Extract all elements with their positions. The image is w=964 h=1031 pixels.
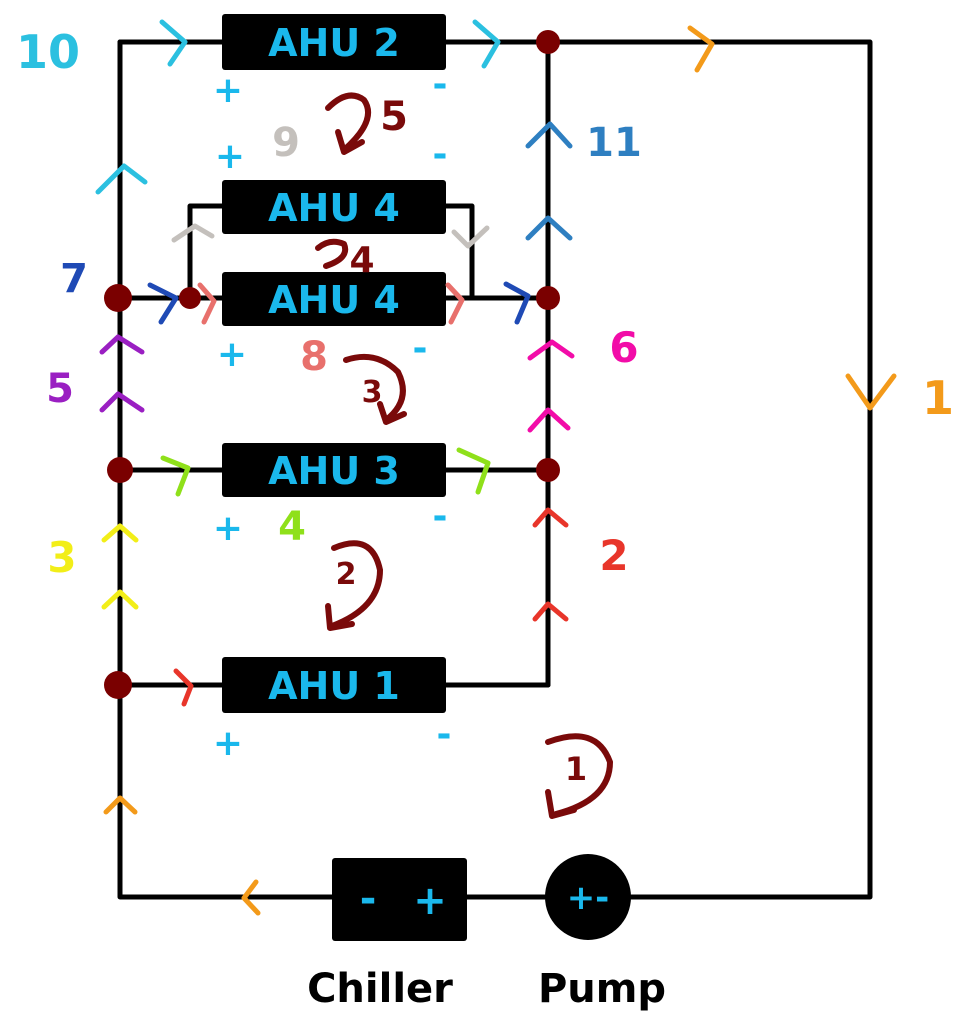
arrow-right	[503, 281, 531, 325]
pump: +- Pump	[538, 854, 666, 1012]
arrow-right	[687, 25, 715, 73]
branch-label-5: 5	[46, 366, 74, 412]
minus-sign: -	[437, 714, 452, 755]
plus-sign: +	[217, 334, 247, 375]
minus-sign: -	[433, 134, 448, 175]
arrow-up	[95, 163, 148, 195]
branch-labels: 1 2 3 4 5 6 7 8 9 10 11	[16, 25, 954, 582]
arrow-up	[525, 215, 573, 241]
ahu3-label: AHU 3	[268, 449, 400, 493]
chiller: - + Chiller	[307, 858, 467, 1012]
junction-node	[179, 287, 201, 309]
arrow-right	[472, 19, 501, 69]
branch-label-8: 8	[300, 334, 328, 380]
arrow-right	[160, 455, 191, 497]
chiller-caption: Chiller	[307, 966, 453, 1012]
branch-label-11: 11	[586, 120, 642, 166]
ahu3-unit: AHU 3	[222, 443, 446, 497]
arrow-right	[173, 668, 194, 707]
ahu4-bottom-unit: AHU 4	[222, 272, 446, 326]
arrow-up	[527, 339, 575, 361]
ahu1-unit: AHU 1	[222, 657, 446, 713]
arrow-down	[845, 373, 897, 411]
loop-arrow	[343, 354, 406, 423]
loop-label-4: 4	[349, 240, 374, 281]
plus-sign: +	[215, 136, 245, 177]
plus-sign: +	[213, 723, 243, 764]
ahu4-bottom-label: AHU 4	[268, 278, 400, 322]
arrow-up	[99, 334, 145, 355]
pump-symbol: +-	[567, 878, 610, 918]
loop-label-2: 2	[336, 557, 357, 592]
pump-caption: Pump	[538, 966, 666, 1012]
loop-arrowhead	[545, 789, 577, 819]
flow-arrows	[95, 19, 897, 916]
arrow-right	[456, 447, 491, 495]
arrow-up	[532, 601, 569, 622]
arrow-up	[527, 407, 571, 433]
loop-label-5: 5	[380, 94, 408, 140]
arrow-up	[101, 523, 139, 543]
loop-arrowhead	[325, 603, 355, 631]
loop-label-3: 3	[362, 375, 383, 410]
minus-sign: -	[413, 328, 428, 369]
branch-label-2: 2	[599, 531, 628, 580]
arrow-up	[101, 589, 139, 610]
mesh-loops: 5 4 3 2 1	[315, 92, 613, 819]
arrow-right	[159, 19, 188, 67]
arrow-down	[451, 225, 490, 249]
junction-node	[536, 286, 560, 310]
branch-label-6: 6	[609, 323, 638, 372]
branch-label-10: 10	[16, 25, 80, 79]
loop-label-1: 1	[565, 750, 587, 788]
branch-label-3: 3	[47, 533, 76, 582]
branch-label-1: 1	[922, 371, 954, 425]
loop-arrow	[329, 540, 383, 629]
arrow-up	[103, 795, 138, 815]
junction-nodes	[104, 30, 560, 699]
junction-node	[536, 458, 560, 482]
arrow-left	[241, 879, 261, 916]
junction-node	[536, 30, 560, 54]
ahu4-top-label: AHU 4	[268, 186, 400, 230]
arrow-up	[99, 391, 145, 413]
arrow-right	[147, 282, 179, 325]
chiller-plus: +	[413, 878, 447, 924]
arrow-up	[532, 507, 569, 528]
loop-arrow	[315, 238, 349, 269]
junction-node	[104, 284, 132, 312]
chiller-minus: -	[360, 876, 377, 922]
loop-arrowhead	[377, 401, 407, 425]
loop-arrowhead	[335, 129, 365, 155]
plus-sign: +	[213, 70, 243, 111]
arrow-right	[197, 282, 217, 325]
junction-node	[104, 671, 132, 699]
ahu4-top-unit: AHU 4	[222, 180, 446, 234]
branch-label-4: 4	[278, 504, 306, 550]
branch-label-9: 9	[272, 120, 300, 166]
plus-sign: +	[213, 508, 243, 549]
branch-label-7: 7	[60, 256, 88, 302]
loop-arrow	[545, 733, 613, 817]
ahu1-label: AHU 1	[268, 664, 400, 708]
arrow-right	[445, 282, 465, 325]
loop-arrow	[325, 92, 371, 153]
minus-sign: -	[433, 64, 448, 105]
ahu2-label: AHU 2	[268, 21, 400, 65]
arrow-up	[525, 121, 573, 149]
minus-sign: -	[433, 496, 448, 537]
polarity-signs: + - + - + - + - + -	[213, 64, 452, 764]
ahu2-unit: AHU 2	[222, 14, 446, 70]
junction-node	[107, 457, 133, 483]
arrow-up	[171, 223, 215, 243]
